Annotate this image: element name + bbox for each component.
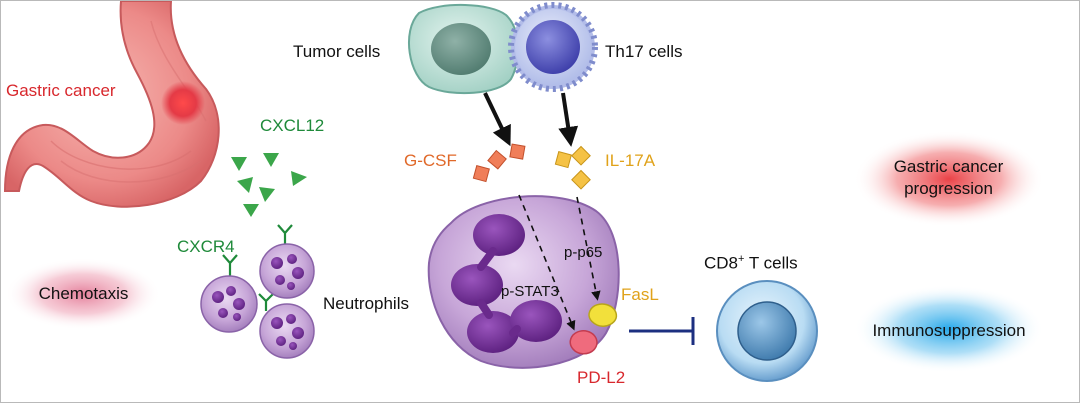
p65-dashed-arrow: [576, 196, 601, 301]
progression-line1: Gastric cancer: [893, 156, 1004, 176]
th17-cell-icon: [508, 2, 598, 92]
cxcl12-triangle-icon: [231, 153, 307, 217]
g-csf-square-icon: [472, 143, 526, 183]
g-csf-label: G-CSF: [404, 151, 457, 170]
progression-glow: [854, 131, 1044, 227]
p-p65-label: p-p65: [564, 244, 603, 261]
il-17a-square-icon: [554, 145, 591, 190]
cxcr4-label: CXCR4: [177, 237, 235, 256]
inhibition-line: [629, 317, 695, 345]
stomach-illustration: [3, 1, 220, 208]
chemotaxis-glow: [5, 258, 161, 330]
p-stat3-label: p-STAT3: [501, 283, 559, 300]
gastric-cancer-label: Gastric cancer: [6, 81, 116, 100]
pd-l2-label: PD-L2: [577, 368, 626, 387]
tumor-cells-label: Tumor cells: [293, 42, 381, 61]
cxcl12-label: CXCL12: [260, 116, 325, 135]
progression-line2: progression: [904, 179, 993, 198]
stat3-dashed-arrow: [518, 194, 576, 331]
tumor-to-gcsf-arrow: [483, 92, 511, 147]
t-cells-text: T cells: [744, 253, 798, 273]
il-17a-label: IL-17A: [605, 151, 656, 170]
gastric-cancer-progression-label: Gastric cancer progression: [866, 153, 1031, 203]
cd8-t-cells-label: CD8+ T cells: [704, 254, 798, 272]
cd8-superscript: +: [738, 253, 745, 265]
tumor-cell-icon: [407, 4, 519, 95]
th17-to-il17a-arrow: [558, 92, 579, 147]
immunosuppression-glow: [854, 285, 1044, 373]
fasl-label: FasL: [621, 285, 659, 304]
cxcr4-receptor-icon: [222, 224, 293, 311]
neutrophil-cell-icon: [200, 243, 315, 359]
fasl-ligand-icon: [588, 303, 618, 327]
immunosuppression-label: Immunosuppression: [872, 320, 1026, 340]
neutrophils-label: Neutrophils: [323, 294, 409, 313]
chemotaxis-label: Chemotaxis: [38, 283, 129, 303]
pd-l2-ligand-icon: [569, 330, 598, 355]
cd8-text: CD8: [704, 253, 739, 273]
th17-cells-label: Th17 cells: [605, 42, 683, 61]
cd8-t-cell-icon: [716, 280, 818, 382]
